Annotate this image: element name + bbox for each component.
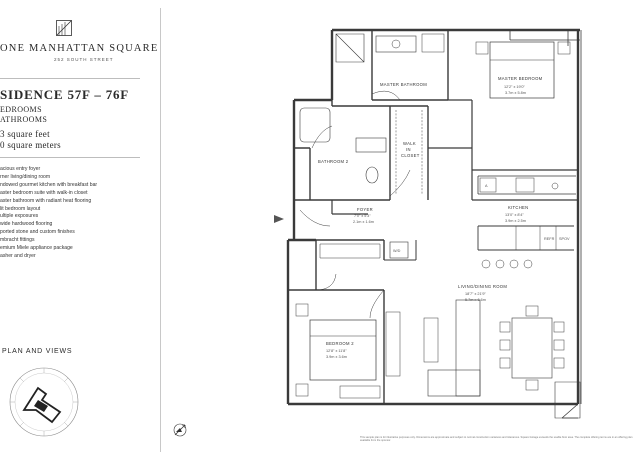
- feature-item: emium Miele appliance package: [0, 245, 73, 252]
- divider-rule: [0, 78, 140, 79]
- room-dim-living-ft: 18'7" x 21'9": [465, 292, 486, 296]
- room-label-closet-line1: WALK: [403, 141, 416, 146]
- bedrooms-count: EDROOMS: [0, 105, 42, 114]
- room-label-kitchen: KITCHEN: [508, 205, 528, 210]
- residence-title: SIDENCE 57F – 76F: [0, 87, 130, 102]
- feature-item: aster bathroom with radiant heat floorin…: [0, 197, 92, 204]
- plan-views-label: PLAN AND VIEWS: [2, 348, 73, 355]
- key-plan-compass-icon: [9, 367, 79, 437]
- room-label-closet-line3: CLOSET: [401, 153, 420, 158]
- brand-name: ONE MANHATTAN SQUARE: [0, 43, 159, 54]
- area-square-feet: 3 square feet: [0, 129, 50, 139]
- brand-address: 252 SOUTH STREET: [54, 57, 114, 62]
- feature-item: wide hardwood flooring: [0, 221, 53, 228]
- feature-item: ported stone and custom finishes: [0, 229, 75, 236]
- room-label-master-bathroom: MASTER BATHROOM: [380, 82, 427, 87]
- room-dim-bedroom-2-m: 3.9m x 3.6m: [326, 355, 347, 359]
- room-label-closet-line2: IN: [406, 147, 411, 152]
- feature-item: lit bedroom layout: [0, 205, 41, 212]
- room-dim-master-bedroom-ft: 12'2" x 19'0": [504, 85, 525, 89]
- room-dim-master-bedroom-m: 3.7m x 5.8m: [505, 91, 526, 95]
- info-panel: ONE MANHATTAN SQUARE 252 SOUTH STREET SI…: [0, 0, 160, 460]
- fixture-label-washer-dryer: W/D: [393, 249, 401, 253]
- feature-item: aster bedroom suite with walk-in closet: [0, 189, 88, 196]
- room-label-master-bedroom: MASTER BEDROOM: [498, 76, 543, 81]
- floor-plan: MASTER BATHROOM MASTER BEDROOM 12'2" x 1…: [173, 28, 582, 437]
- room-label-foyer: FOYER: [357, 207, 373, 212]
- brand-logo-icon: [56, 20, 72, 36]
- fixture-label-refrigerator: REFR: [544, 237, 555, 241]
- room-dim-foyer-ft: 7'0" x 5'3": [354, 214, 371, 218]
- room-dim-foyer-m: 2.1m x 1.6m: [353, 220, 374, 224]
- fixture-label-speed-oven: SPOV: [559, 237, 570, 241]
- panel-divider: [160, 8, 161, 452]
- room-dim-bedroom-2-ft: 12'8" x 11'8": [326, 349, 347, 353]
- feature-item: asher and dryer: [0, 252, 36, 259]
- room-dim-kitchen-ft: 13'0" x 8'4": [505, 213, 524, 217]
- feature-item: ultiple exposures: [0, 213, 39, 220]
- area-square-meters: 0 square meters: [0, 140, 61, 150]
- room-label-bedroom-2: BEDROOM 2: [326, 341, 354, 346]
- fixture-label-appliance-a: A: [485, 184, 488, 188]
- feature-item: acious entry foyer: [0, 166, 41, 172]
- room-dim-living-m: 5.7m x 6.6m: [465, 298, 486, 302]
- feature-item: rner living/dining room: [0, 173, 51, 180]
- bathrooms-count: ATHROOMS: [0, 115, 48, 124]
- feature-item: ndowed gourmet kitchen with breakfast ba…: [0, 181, 98, 188]
- divider-rule: [0, 157, 140, 158]
- room-label-living-dining: LIVING/DINING ROOM: [458, 284, 507, 289]
- room-dim-kitchen-m: 3.9m x 2.5m: [505, 219, 526, 223]
- north-arrow-icon: [173, 423, 187, 437]
- disclaimer-text: This sample plan is for illustrative pur…: [360, 436, 633, 443]
- room-label-bathroom-2: BATHROOM 2: [318, 159, 349, 164]
- feature-item: mbracht fittings: [0, 237, 35, 244]
